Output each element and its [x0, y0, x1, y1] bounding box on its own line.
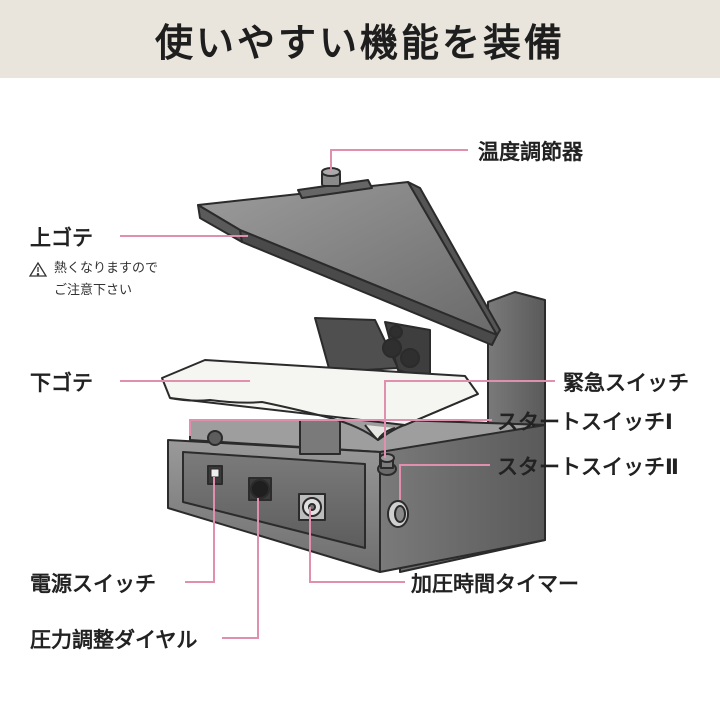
- title-banner: 使いやすい機能を装備: [0, 0, 720, 78]
- label-start-switch-1: スタートスイッチⅠ: [497, 410, 673, 434]
- label-temperature-controller: 温度調節器: [478, 140, 583, 164]
- leader-line-timer: [309, 507, 405, 583]
- label-lower-plate: 下ゴテ: [30, 371, 93, 395]
- label-power-switch: 電源スイッチ: [30, 572, 156, 596]
- leader-lines: [120, 149, 555, 639]
- leader-line-emergency: [384, 380, 555, 458]
- page-title: 使いやすい機能を装備: [154, 20, 565, 65]
- leader-line-temperature: [330, 149, 468, 172]
- label-pressure-dial: 圧力調整ダイヤル: [30, 628, 198, 652]
- label-press-timer: 加圧時間タイマー: [411, 572, 579, 596]
- warning-triangle-icon: [28, 261, 48, 277]
- label-emergency-switch: 緊急スイッチ: [563, 371, 689, 395]
- upper-plate-note-line2: ご注意下さい: [54, 283, 133, 298]
- label-start-switch-2: スタートスイッチⅡ: [497, 455, 679, 479]
- leader-line-start2: [399, 464, 490, 500]
- leader-line-pressure: [222, 498, 259, 639]
- label-upper-plate: 上ゴテ: [30, 226, 93, 250]
- upper-plate-note-line1: 熱くなりますので: [54, 261, 159, 276]
- leader-line-start1: [189, 419, 492, 436]
- heat-press-machine: [161, 167, 546, 573]
- leader-line-power: [185, 477, 215, 583]
